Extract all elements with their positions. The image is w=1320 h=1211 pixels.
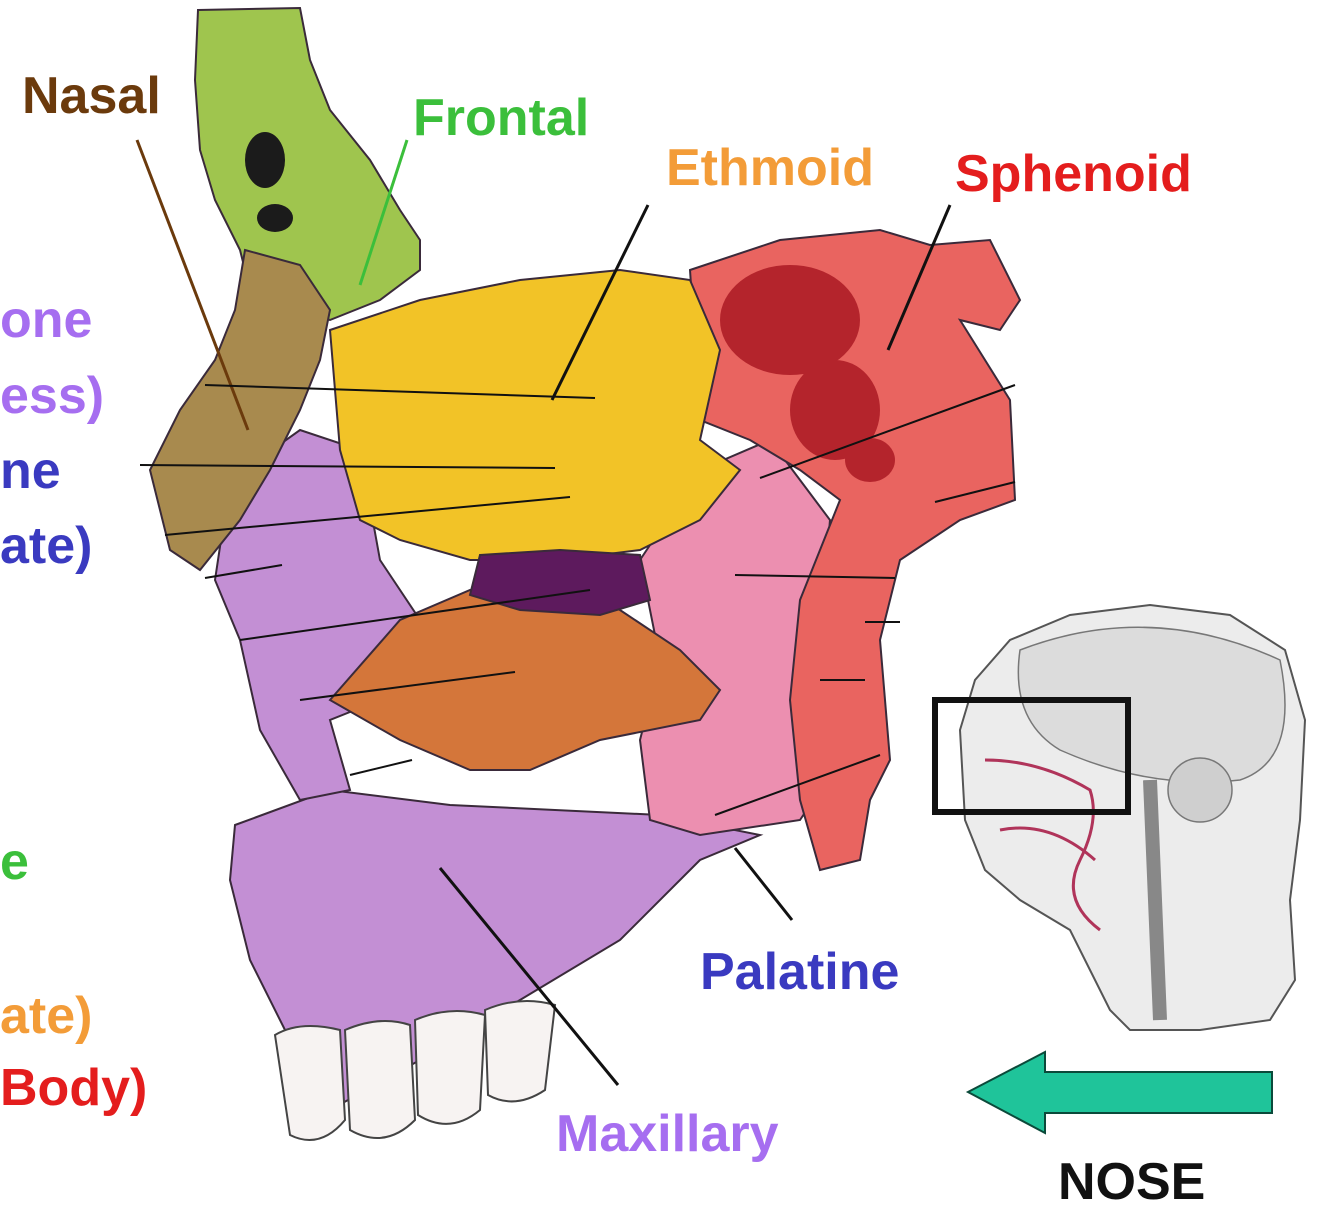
ethmoid-region	[330, 270, 740, 560]
cropped-label: ess)	[0, 370, 104, 422]
frontal-region	[195, 8, 420, 320]
cropped-label: ate)	[0, 520, 92, 572]
label-nasal: Nasal	[22, 70, 161, 122]
cropped-label: ate)	[0, 990, 92, 1042]
cropped-label: one	[0, 294, 92, 346]
pointer-line	[350, 760, 412, 775]
frontal-sinus-upper	[245, 132, 285, 188]
label-palatine: Palatine	[700, 946, 899, 998]
label-frontal: Frontal	[413, 92, 589, 144]
sphenoid-sinus	[720, 265, 860, 375]
cropped-label: ne	[0, 445, 61, 497]
arrow-left-icon	[968, 1052, 1272, 1133]
frontal-sinus-lower	[257, 204, 293, 232]
cropped-label: e	[0, 836, 29, 888]
palatine-leader-line	[735, 848, 792, 920]
label-nose: NOSE	[1058, 1156, 1205, 1208]
head-sagittal-section-icon	[935, 605, 1305, 1030]
label-sphenoid: Sphenoid	[955, 148, 1192, 200]
label-ethmoid: Ethmoid	[666, 142, 874, 194]
cropped-label: Body)	[0, 1062, 147, 1114]
label-maxillary: Maxillary	[556, 1108, 779, 1160]
